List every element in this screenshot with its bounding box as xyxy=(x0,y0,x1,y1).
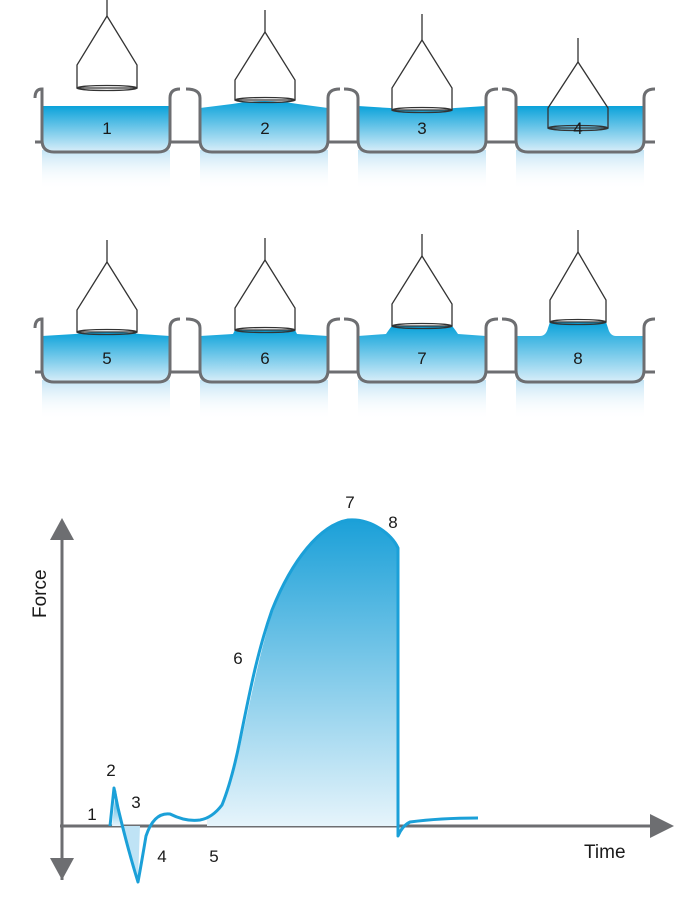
probe-stage-3 xyxy=(391,14,453,114)
stage-label: 4 xyxy=(573,119,582,138)
reflection xyxy=(358,150,486,190)
stage-label: 3 xyxy=(417,119,426,138)
vessel-outline xyxy=(343,317,499,384)
vessel-outline xyxy=(185,87,341,154)
probe-stage-8 xyxy=(549,230,607,326)
stage-label: 2 xyxy=(260,119,269,138)
stage-label: 1 xyxy=(102,119,111,138)
reflection xyxy=(42,380,170,420)
curve-point-label: 6 xyxy=(233,649,242,668)
reflection xyxy=(200,150,328,190)
water xyxy=(358,106,486,152)
curve-point-label: 7 xyxy=(345,493,354,512)
probe-stage-2 xyxy=(234,10,296,104)
force-curve xyxy=(108,518,479,884)
curve-point-label: 8 xyxy=(388,513,397,532)
x-axis-arrow xyxy=(650,814,674,838)
curve-point-label: 2 xyxy=(106,761,115,780)
y-axis-arrow-down xyxy=(50,858,74,880)
reflection xyxy=(516,150,644,190)
stage-label: 7 xyxy=(417,349,426,368)
reflection xyxy=(516,380,644,420)
water xyxy=(42,332,170,382)
force-area xyxy=(207,519,398,826)
water xyxy=(200,101,328,152)
reflection xyxy=(200,380,328,420)
water xyxy=(358,326,486,382)
vessel-outline xyxy=(33,317,181,384)
reflection xyxy=(358,380,486,420)
curve-point-label: 4 xyxy=(157,847,166,866)
vessel-outline xyxy=(343,87,499,154)
vessel-outline xyxy=(501,317,656,384)
x-axis-label: Time xyxy=(584,842,626,863)
y-axis-arrow-up xyxy=(50,518,74,540)
curve-point-label: 1 xyxy=(87,805,96,824)
curve-point-label: 3 xyxy=(131,793,140,812)
probe-stage-5 xyxy=(76,240,138,336)
probe-stage-1 xyxy=(76,0,138,92)
vessel-row-1 xyxy=(33,87,656,190)
stage-label: 8 xyxy=(573,349,582,368)
stage-label: 5 xyxy=(102,349,111,368)
curve-point-label: 5 xyxy=(209,847,218,866)
probe-stage-6 xyxy=(234,238,296,334)
stage-label: 6 xyxy=(260,349,269,368)
probe-stage-4 xyxy=(547,38,609,132)
vessel-outline xyxy=(185,317,341,384)
probe-stage-7 xyxy=(391,234,453,330)
vessel-row-2 xyxy=(33,317,656,420)
probe-row-1 xyxy=(76,0,609,132)
reflection xyxy=(42,150,170,190)
water xyxy=(42,106,170,152)
vessel-outline xyxy=(501,87,656,154)
water xyxy=(516,322,644,382)
y-axis-label: Force xyxy=(30,569,51,618)
force-time-graph: Force Time 1 2 3 4 5 6 7 8 xyxy=(30,493,674,884)
water xyxy=(200,330,328,382)
vessel-outline xyxy=(33,87,181,154)
probe-row-2 xyxy=(76,230,607,336)
